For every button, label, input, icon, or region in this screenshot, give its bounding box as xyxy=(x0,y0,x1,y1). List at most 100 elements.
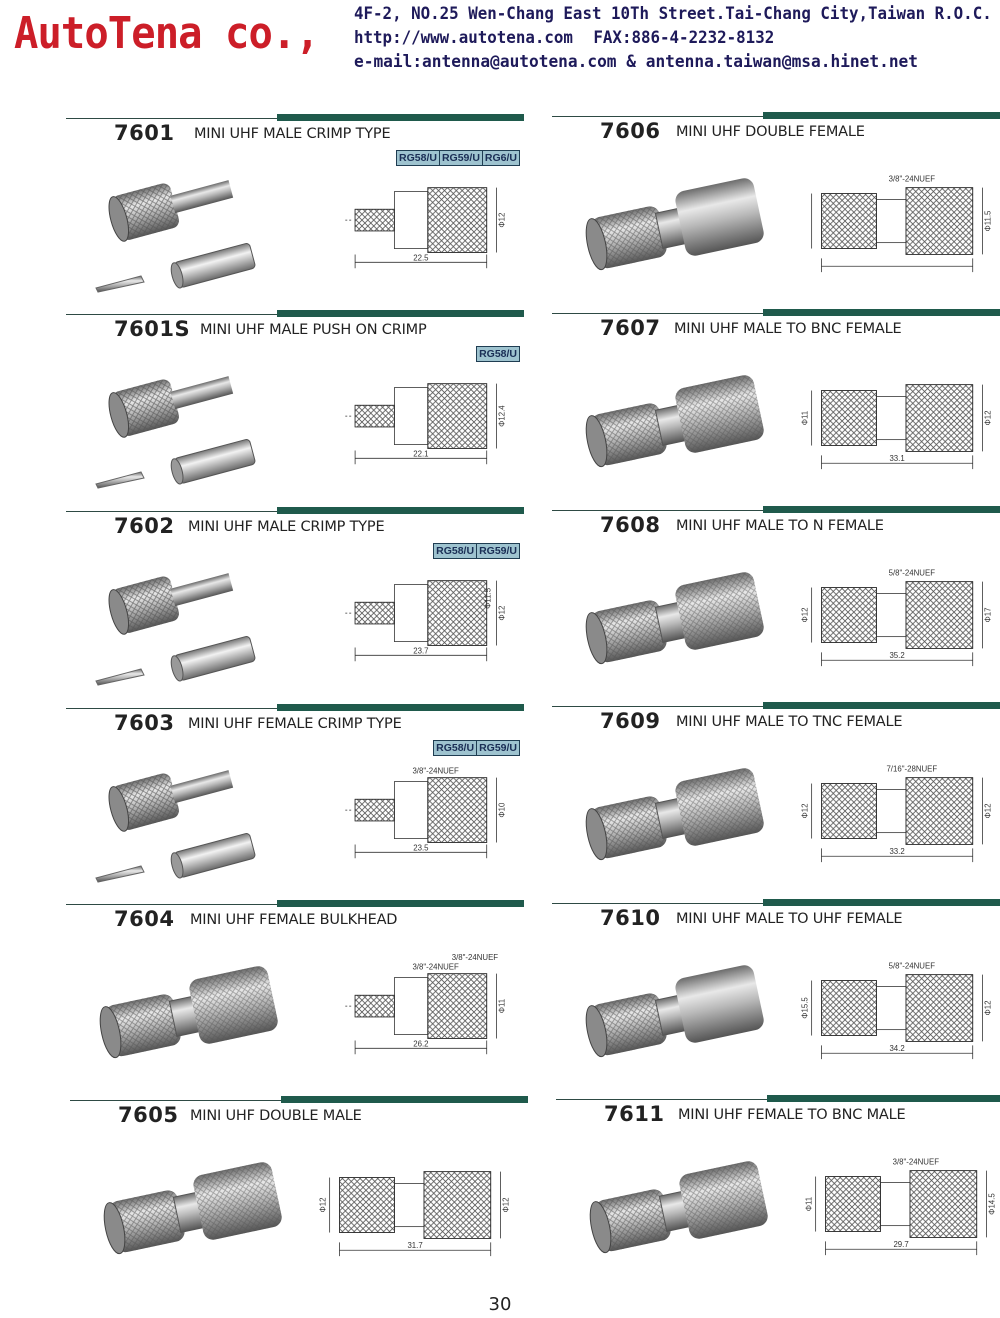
connector-face xyxy=(585,1005,608,1058)
connector-face xyxy=(108,392,130,438)
dimension-label: 26.2 xyxy=(413,1039,428,1048)
connector-photo xyxy=(95,376,256,489)
center-pin xyxy=(95,668,145,686)
dimension-label: 29.7 xyxy=(893,1240,908,1249)
drawing-right xyxy=(423,1171,492,1239)
drawing-body xyxy=(394,584,429,642)
crimp-ferrule xyxy=(174,833,256,878)
knurled-nut xyxy=(112,576,179,633)
dimension-label: Φ11 xyxy=(497,999,506,1013)
product-photo xyxy=(589,1161,768,1254)
connector-photo xyxy=(95,573,256,686)
product-photo xyxy=(585,768,764,861)
product-code: 7609 xyxy=(600,709,661,733)
dimension-drawing: 35.2 Φ12 Φ17 5/8"-24NUEF xyxy=(801,569,992,667)
dimension-label: 31.7 xyxy=(407,1241,422,1250)
connector-photo xyxy=(95,770,256,883)
dimension-label: Φ12 xyxy=(497,213,506,228)
dimension-label: Φ11 xyxy=(805,1197,814,1211)
drawing-left xyxy=(821,193,877,249)
product-code: 7601 xyxy=(114,121,175,145)
cable-type-tag: RG58/U xyxy=(396,150,440,166)
drawing-waist xyxy=(876,199,907,244)
drawing-body xyxy=(394,387,429,445)
dimension-label: Φ17 xyxy=(983,608,992,623)
drawing-tail xyxy=(354,798,395,822)
dimension-label: Φ12 xyxy=(801,608,810,623)
connector-photo xyxy=(585,375,764,468)
product-name: MINI UHF MALE TO TNC FEMALE xyxy=(676,714,903,730)
cable-type-tag: RG59/U xyxy=(476,543,520,559)
product-code: 7602 xyxy=(114,514,175,538)
dimension-label: Φ11.5 xyxy=(983,210,992,232)
header-accent-bar xyxy=(276,310,524,317)
drawing-waist xyxy=(876,593,907,638)
right-knurl xyxy=(675,572,764,650)
left-knurl xyxy=(109,1190,185,1253)
dimension-label: Φ12 xyxy=(801,804,810,819)
connector-face xyxy=(585,415,608,468)
dimension-label: Φ14.5 xyxy=(987,1193,996,1215)
header-accent-bar xyxy=(762,702,1000,709)
connector-photo xyxy=(585,572,764,665)
contact-emails: e-mail:antenna@autotena.com & antenna.ta… xyxy=(354,52,918,72)
left-knurl xyxy=(591,206,667,269)
company-logo: AutoTena co., xyxy=(14,8,320,59)
connector-face xyxy=(108,196,130,242)
dimension-label: Φ12 xyxy=(983,804,992,819)
drawing-tail xyxy=(354,994,395,1018)
dimension-label: Φ11 xyxy=(801,411,810,425)
drawing-nut xyxy=(427,973,488,1039)
dimension-label: 35.2 xyxy=(889,651,904,660)
product-photo xyxy=(585,178,764,271)
connector-face xyxy=(585,218,608,271)
connector-face xyxy=(108,589,130,635)
dimension-label: 3/8"-24NUEF xyxy=(412,963,459,972)
cable-type-tag: RG59/U xyxy=(476,740,520,756)
dimension-label: 7/16"-28NUEF xyxy=(886,765,937,774)
drawing-right xyxy=(909,1170,978,1238)
drawing-waist xyxy=(880,1182,911,1227)
product-photo xyxy=(103,1162,282,1255)
crimp-tail xyxy=(170,180,234,214)
header-accent-bar xyxy=(762,309,1000,316)
product-code: 7608 xyxy=(600,513,661,537)
product-name: MINI UHF MALE TO UHF FEMALE xyxy=(676,911,903,927)
drawing-nut xyxy=(427,580,488,646)
knurled-nut xyxy=(112,379,179,436)
dimension-label: Φ12 xyxy=(983,1001,992,1016)
dimension-label: 5/8"-24NUEF xyxy=(889,569,936,578)
email-link-1[interactable]: e-mail:antenna@autotena.com xyxy=(354,52,617,72)
connector-face xyxy=(585,808,608,861)
drawing-left xyxy=(825,1176,881,1232)
dimension-label: 22.5 xyxy=(413,253,429,262)
drawing-left xyxy=(821,587,877,643)
drawing-nut xyxy=(427,777,488,843)
cable-type-tag: RG59/U xyxy=(438,150,483,166)
website-link[interactable]: http://www.autotena.com xyxy=(354,28,573,48)
connector-face xyxy=(99,1006,122,1059)
dimension-label: Φ11.5 xyxy=(484,587,493,609)
drawing-left xyxy=(821,980,877,1036)
product-photo xyxy=(585,375,764,468)
connector-photo xyxy=(585,178,764,271)
product-name: MINI UHF MALE CRIMP TYPE xyxy=(188,519,385,535)
email-link-2[interactable]: antenna.taiwan@msa.hinet.net xyxy=(645,52,918,72)
drawing-left xyxy=(339,1177,395,1233)
right-knurl xyxy=(193,1162,282,1240)
